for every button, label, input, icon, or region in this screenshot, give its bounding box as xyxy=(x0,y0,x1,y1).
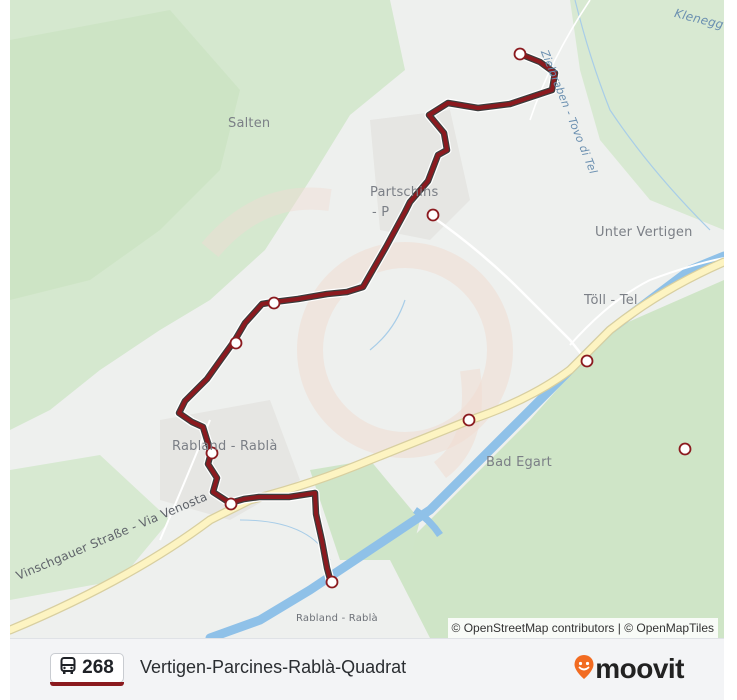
place-label: Rabland - Rablà xyxy=(172,439,278,454)
place-label: - P xyxy=(372,205,390,220)
minor-road-east xyxy=(429,213,587,361)
place-label: Partschins xyxy=(370,185,439,200)
settlement-rabland xyxy=(160,400,300,520)
route-stop[interactable] xyxy=(224,497,238,511)
forest-area-southeast xyxy=(390,280,724,638)
place-label: Töll - Tel xyxy=(584,293,638,308)
moovit-pin-icon xyxy=(573,654,595,685)
route-badge[interactable]: 268 xyxy=(50,653,124,686)
settlement-partschins xyxy=(370,110,470,240)
route-stop[interactable] xyxy=(229,336,243,350)
watermark-arc xyxy=(201,187,332,258)
route-stop[interactable] xyxy=(462,413,476,427)
forest-area-northeast xyxy=(570,0,724,230)
route-stop[interactable] xyxy=(325,575,339,589)
forest-area-dense xyxy=(10,10,240,300)
river-branch xyxy=(413,507,443,537)
route-color-bar xyxy=(50,682,124,686)
minor-road-north xyxy=(529,0,591,121)
route-stop[interactable] xyxy=(205,446,219,460)
place-label: Rabland - Rablà xyxy=(296,613,378,624)
bus-icon xyxy=(60,656,76,680)
creek-north xyxy=(574,0,711,231)
main-road-ss38 xyxy=(10,258,724,634)
forest-area-southwest xyxy=(10,455,170,600)
place-label: Salten xyxy=(228,116,271,131)
watermark-tail xyxy=(433,368,482,478)
creek-small xyxy=(369,299,406,351)
route-stop[interactable] xyxy=(267,296,281,310)
route-name: Vertigen-Parcines-Rablà-Quadrat xyxy=(140,657,407,677)
moovit-wordmark: moovit xyxy=(595,653,684,684)
map-attribution[interactable]: © OpenStreetMap contributors | © OpenMap… xyxy=(447,618,718,638)
place-label: Bad Egart xyxy=(486,455,552,470)
route-stop[interactable] xyxy=(513,47,527,61)
route-stop[interactable] xyxy=(678,442,692,456)
moovit-logo[interactable]: moovit xyxy=(573,653,684,685)
route-footer: 268 Vertigen-Parcines-Rablà-Quadrat moov… xyxy=(10,638,724,700)
route-line-268[interactable] xyxy=(177,52,557,585)
route-number: 268 xyxy=(82,657,114,678)
place-label: Unter Vertigen xyxy=(595,225,693,240)
minor-road-toell xyxy=(569,257,724,346)
map-svg xyxy=(10,0,724,638)
route-stop[interactable] xyxy=(426,208,440,222)
map-canvas[interactable]: Salten Partschins - P Unter Vertigen Töl… xyxy=(10,0,724,638)
route-stop[interactable] xyxy=(580,354,594,368)
map-frame: Salten Partschins - P Unter Vertigen Töl… xyxy=(10,0,724,700)
